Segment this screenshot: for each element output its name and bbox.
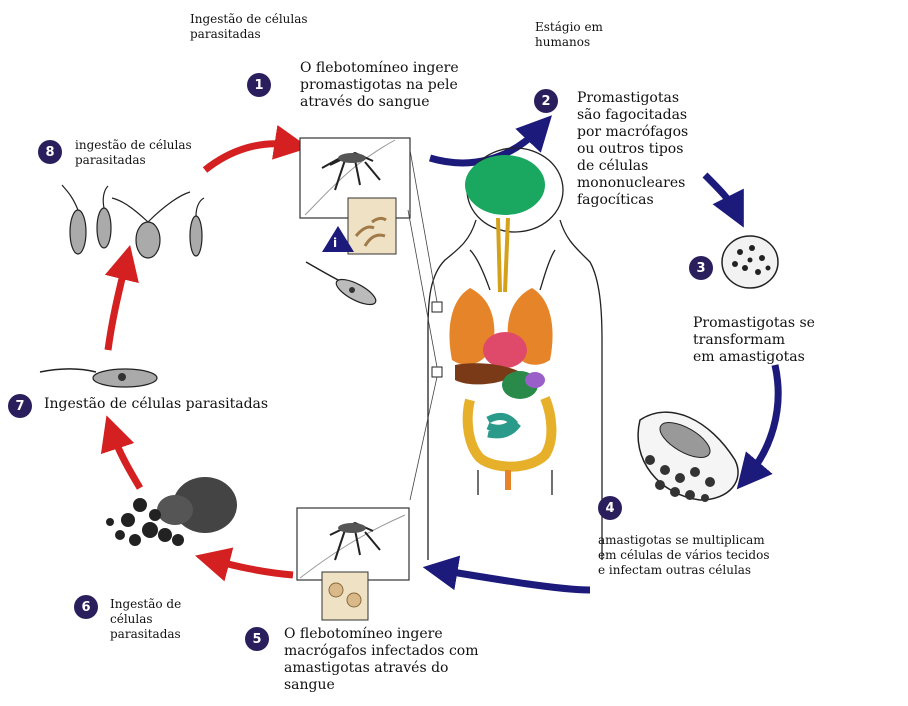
arrow-7-to-8 <box>108 262 126 350</box>
step-1-text: O flebotomíneo ingere promastigotas na p… <box>300 60 459 111</box>
step-4-badge: 4 <box>598 496 622 520</box>
ingested-infected-cells <box>106 477 237 546</box>
step-4-text: amastigotas se multiplicam em células de… <box>598 533 770 578</box>
step-7-badge: 7 <box>8 394 32 418</box>
step-3-text: Promastigotas se transformam em amastigo… <box>693 315 908 366</box>
step-5-badge: 5 <box>245 627 269 651</box>
infective-stage-letter: i <box>333 236 337 250</box>
step-3-badge: 3 <box>689 256 713 280</box>
arrow-8-to-1 <box>205 144 292 170</box>
top-right-label: Estágio em humanos <box>535 20 603 50</box>
promastigote-illustration-1 <box>306 262 379 309</box>
macrophage-with-amastigotes <box>722 236 778 288</box>
infected-tissue-cell <box>638 412 738 502</box>
arrow-3-to-4 <box>748 365 778 476</box>
step-7-text: Ingestão de células parasitadas <box>44 396 268 413</box>
step-6-text: Ingestão de células parasitadas <box>110 597 181 642</box>
promastigote-group-8 <box>62 185 204 258</box>
sandfly-feeding-panel-top <box>300 138 410 254</box>
step-1-badge: 1 <box>247 73 271 97</box>
step-2-text: Promastigotas são fagocitadas por macróf… <box>577 90 688 209</box>
skin-callout-lower <box>432 367 442 377</box>
sandfly-feeding-panel-bottom <box>297 508 409 620</box>
step-8-text: ingestão de células parasitadas <box>75 138 192 168</box>
arrow-6-to-7 <box>112 432 140 488</box>
top-left-label: Ingestão de células parasitadas <box>190 12 308 42</box>
arrow-2-to-3 <box>705 175 736 212</box>
human-organs <box>449 218 552 490</box>
step-6-badge: 6 <box>74 595 98 619</box>
step-2-badge: 2 <box>534 89 558 113</box>
arrow-4-to-5 <box>440 570 590 590</box>
step-5-text: O flebotomíneo ingere macrógafos infecta… <box>284 626 478 694</box>
arrow-5-to-6 <box>212 560 293 575</box>
skin-callout-upper <box>432 302 442 312</box>
step-8-badge: 8 <box>38 140 62 164</box>
promastigote-illustration-7 <box>40 369 157 387</box>
